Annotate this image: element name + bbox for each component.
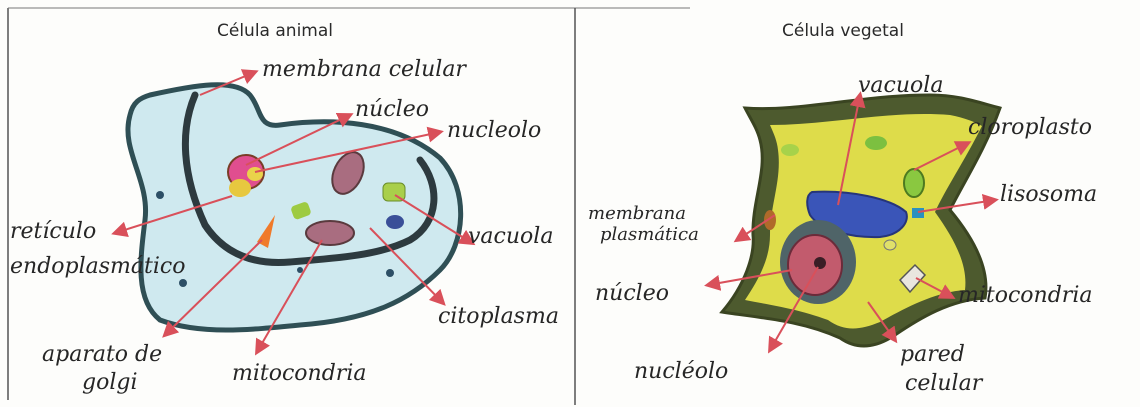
label-nucleus: núcleo	[355, 98, 429, 122]
animal-dot-4	[297, 267, 303, 273]
plant-chloroplast-2	[865, 136, 887, 150]
label-plasma-membrane-line2: plasmática	[600, 225, 699, 244]
plant-lysosome	[912, 208, 924, 218]
label-chloroplast: cloroplasto	[968, 116, 1092, 140]
label-golgi-line2: golgi	[82, 371, 137, 395]
animal-vesicle	[386, 215, 404, 229]
animal-dot-3	[386, 269, 394, 277]
label-er-line2: endoplasmático	[10, 255, 185, 279]
label-plant-nucleus: núcleo	[595, 282, 669, 306]
animal-cell-title: Célula animal	[217, 21, 333, 41]
label-plasma-membrane-line1: membrana	[588, 204, 686, 223]
label-animal-vacuole: vacuola	[468, 225, 553, 249]
label-lysosome: lisosoma	[1000, 183, 1097, 207]
plant-nucleolus	[814, 257, 826, 269]
label-nucleolus: nucleolo	[447, 119, 541, 143]
label-plant-mitochondria: mitocondria	[958, 284, 1092, 308]
animal-dot-2	[179, 279, 187, 287]
label-plant-vacuole: vacuola	[858, 74, 943, 98]
label-cytoplasm: citoplasma	[438, 305, 559, 329]
plant-cell-title: Célula vegetal	[782, 21, 904, 41]
label-golgi-line1: aparato de	[42, 343, 162, 367]
animal-nucleolus	[247, 167, 263, 181]
label-cell-wall-line1: pared	[900, 343, 965, 367]
animal-mitochondrion-2	[306, 221, 354, 245]
animal-er	[229, 179, 251, 197]
label-cell-wall-line2: celular	[905, 372, 982, 396]
label-er-line1: retículo	[10, 220, 96, 244]
label-animal-mitochondria: mitocondria	[232, 362, 366, 386]
plant-cell	[708, 95, 1000, 350]
animal-dot-1	[156, 191, 164, 199]
label-plant-nucleolus: nucléolo	[634, 360, 728, 384]
plant-chloroplast	[904, 169, 924, 197]
plant-chloroplast-3	[781, 144, 799, 156]
label-membrane: membrana celular	[262, 58, 466, 82]
plant-organelle-small	[884, 240, 896, 250]
